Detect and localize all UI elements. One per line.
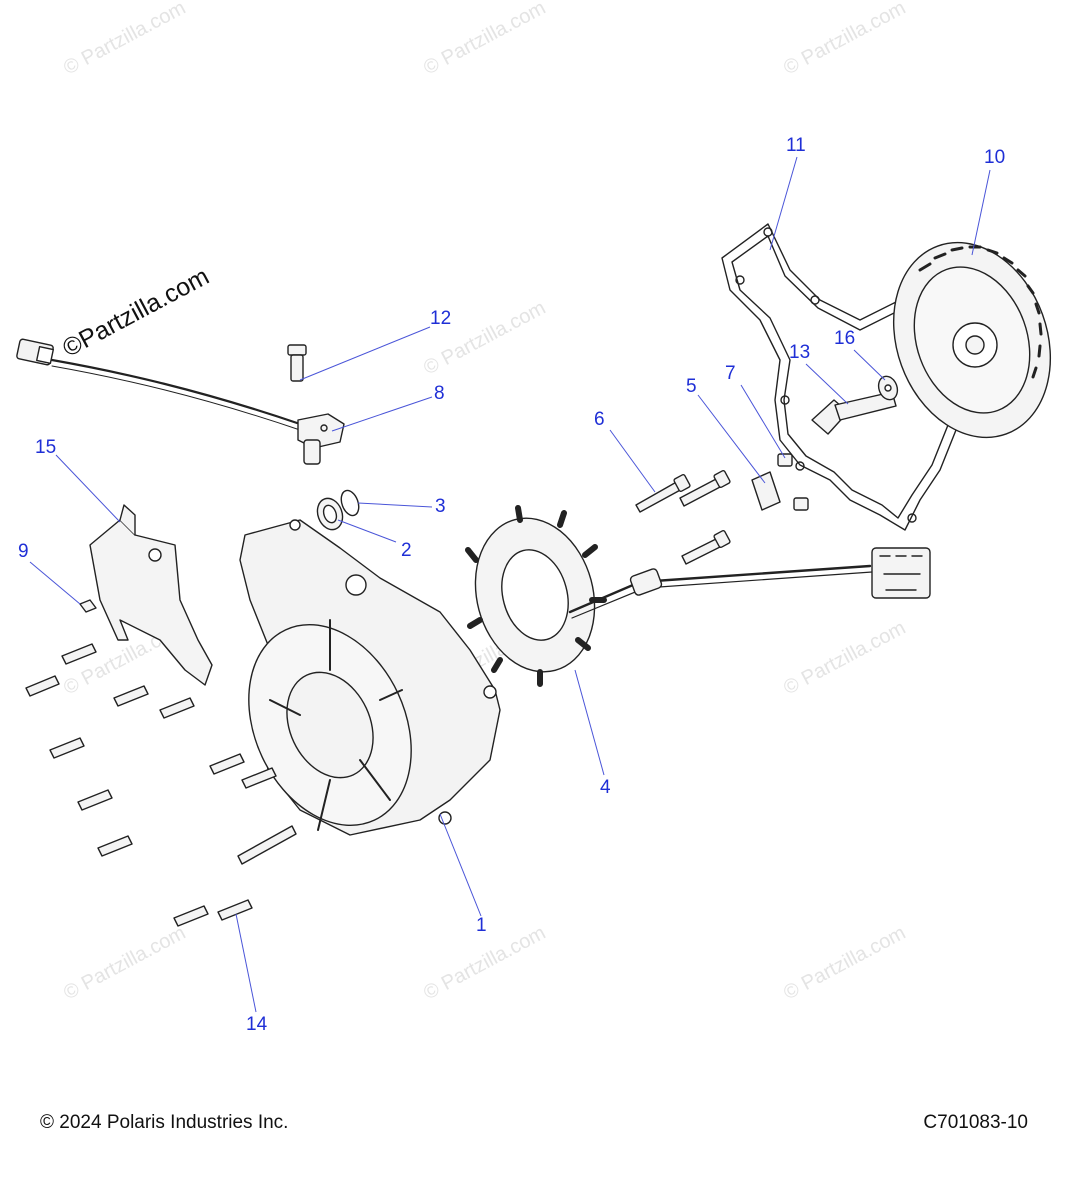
callout-15: 15	[35, 437, 57, 458]
sensor-harness	[16, 338, 302, 431]
bolt-12	[287, 344, 307, 382]
callout-3: 3	[435, 496, 446, 517]
bearing-2	[316, 497, 344, 531]
callout-16: 16	[834, 328, 856, 349]
clip-9	[79, 599, 97, 613]
callout-12: 12	[430, 308, 452, 329]
bolts-14	[25, 643, 297, 927]
callout-4: 4	[600, 777, 611, 798]
washer-16	[877, 375, 899, 401]
callout-1: 1	[476, 915, 487, 936]
screw-7	[777, 453, 809, 511]
callout-8: 8	[434, 383, 445, 404]
callout-13: 13	[789, 342, 811, 363]
callout-7: 7	[725, 363, 736, 384]
flywheel-10	[892, 241, 1052, 439]
stator-cover-1	[239, 519, 501, 836]
sensor-body	[297, 413, 345, 465]
bolt-13	[811, 391, 897, 435]
drawing-number: C701083-10	[923, 1112, 1028, 1133]
bracket-15	[89, 504, 213, 686]
gasket-11	[721, 223, 961, 531]
callout-5: 5	[686, 376, 697, 397]
callout-2: 2	[401, 540, 412, 561]
callout-10: 10	[984, 147, 1006, 168]
callout-6: 6	[594, 409, 605, 430]
stator-4	[465, 505, 607, 687]
stator-harness	[568, 547, 931, 619]
callout-9: 9	[18, 541, 29, 562]
copyright-notice: © 2024 Polaris Industries Inc.	[40, 1112, 289, 1133]
callout-11: 11	[786, 135, 806, 156]
callout-14: 14	[246, 1014, 268, 1035]
snap-ring-3	[340, 489, 360, 517]
bolts-6	[635, 470, 731, 565]
clip-5	[751, 471, 781, 511]
